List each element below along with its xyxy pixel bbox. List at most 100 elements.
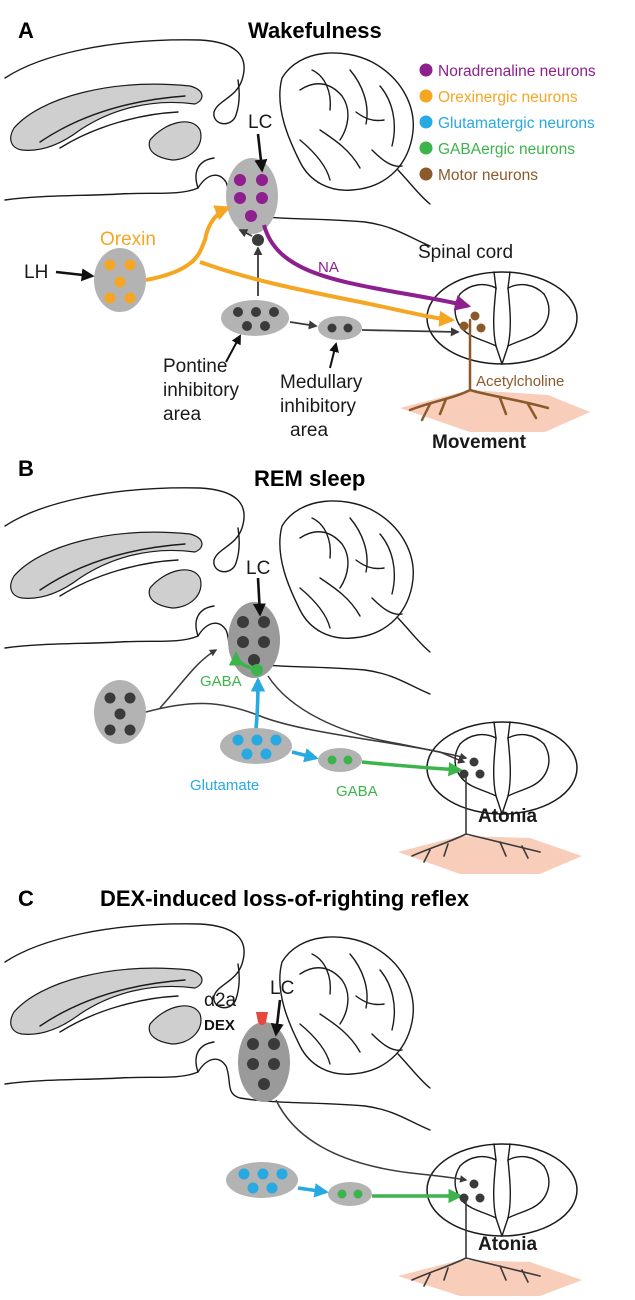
medullary-cluster-a (318, 316, 362, 340)
noradrenaline-neuron (245, 210, 257, 222)
lc-to-spinal-path (275, 1099, 468, 1183)
panel-letter-a: A (18, 18, 34, 43)
noradrenaline-neuron (234, 192, 246, 204)
outcome-label-c: Atonia (478, 1234, 538, 1255)
panel-letter-b: B (18, 456, 34, 481)
panel-b: B REM sleep (4, 456, 582, 874)
spinal-cord-label-a: Spinal cord (418, 242, 513, 263)
lc-neuron (247, 1038, 259, 1050)
pontine-arrow-a (225, 334, 241, 363)
motor-neuron (459, 321, 469, 331)
legend-label-orexin: Orexinergic neurons (438, 89, 578, 106)
legend-swatch-noradrenaline (419, 63, 433, 77)
medullary-to-spinal-path (361, 327, 460, 337)
lh-neuron (104, 692, 116, 704)
glutamate-neuron (247, 1182, 259, 1194)
gaba-lower-label-b: GABA (336, 783, 378, 800)
na-label-a: NA (318, 259, 339, 276)
medullary-cluster-c (328, 1182, 372, 1206)
panel-c: C DEX-induced loss-of-righting reflex (4, 886, 582, 1296)
outcome-label-b: Atonia (478, 806, 538, 827)
glutamate-neuron (251, 734, 263, 746)
noradrenaline-neuron (256, 174, 268, 186)
glutamate-neuron (260, 748, 272, 760)
gaba-to-spinal-path (361, 760, 463, 777)
muscle-c (398, 1260, 582, 1296)
lc-arrow-a (254, 133, 268, 173)
legend-label-motor: Motor neurons (438, 167, 538, 184)
glutamate-neuron (232, 734, 244, 746)
orexin-neuron (124, 292, 136, 304)
muscle-a (400, 390, 590, 432)
spinal-cord-c (426, 1143, 578, 1237)
pontine-label-line-3: area (163, 404, 201, 425)
medullary-neuron (327, 323, 337, 333)
glutamate-label-b: Glutamate (190, 777, 259, 794)
pontine-cluster-c (226, 1162, 298, 1198)
lh-neuron (124, 724, 136, 736)
lc-neuron (248, 654, 260, 666)
orexin-neuron (104, 292, 116, 304)
lh-neuron (114, 708, 126, 720)
pontine-neuron (269, 307, 279, 317)
lh-to-lc-path (159, 649, 218, 709)
motor-nerve-c (411, 1195, 541, 1287)
pontine-neuron (260, 321, 270, 331)
pontine-neuron (233, 307, 243, 317)
lc-neuron (247, 1058, 259, 1070)
pontine-to-medullary-path (289, 320, 318, 330)
orexin-label-a: Orexin (100, 229, 156, 250)
pontine-neuron (251, 307, 261, 317)
lc-neuron (258, 636, 270, 648)
muscle-b (398, 836, 582, 874)
lc-neuron (237, 636, 249, 648)
medullary-neuron (343, 323, 353, 333)
motor-neuron (459, 769, 469, 779)
lc-neuron (237, 616, 249, 628)
motor-neuron (469, 757, 479, 767)
lc-neuron (258, 616, 270, 628)
medullary-label-line-2: inhibitory (280, 396, 357, 417)
orexin-neuron (114, 276, 126, 288)
gaba-neuron (337, 1189, 347, 1199)
motor-nerve-a (408, 318, 550, 422)
orexin-to-lc-path (145, 205, 231, 282)
orexin-neuron (124, 259, 136, 271)
pontine-cluster-a (221, 300, 289, 336)
motor-neuron (470, 311, 480, 321)
relay-neuron-a (252, 234, 264, 246)
panel-a: A Wakefulness (4, 18, 596, 453)
noradrenaline-neuron (256, 192, 268, 204)
gaba-neuron (327, 755, 337, 765)
medullary-arrow-a (329, 342, 339, 369)
dex-label-c: DEX (204, 1017, 235, 1034)
lc-label-a: LC (248, 112, 272, 133)
medullary-label-line-1: Medullary (280, 372, 363, 393)
lh-neuron (104, 724, 116, 736)
noradrenaline-neuron (234, 174, 246, 186)
panel-title-c: DEX-induced loss-of-righting reflex (100, 886, 470, 911)
gaba-neuron (343, 755, 353, 765)
na-to-spinal-path (262, 224, 472, 311)
lc-neuron (258, 1078, 270, 1090)
lc-arrow-b (252, 577, 266, 617)
lh-neuron (124, 692, 136, 704)
legend: Noradrenaline neurons Orexinergic neuron… (419, 63, 596, 184)
glutamate-neuron (241, 748, 253, 760)
glutamate-neuron (266, 1182, 278, 1194)
glutamate-neuron (238, 1168, 250, 1180)
orexin-neuron (104, 259, 116, 271)
acetylcholine-label-a: Acetylcholine (476, 373, 564, 390)
brain-outline-b (4, 487, 431, 695)
motor-neuron (476, 323, 486, 333)
lh-to-spinal-path (145, 702, 466, 764)
motor-neuron (459, 1193, 469, 1203)
lc-neuron (268, 1058, 280, 1070)
glutamate-neuron (270, 734, 282, 746)
motor-neuron (469, 1179, 479, 1189)
receptor-label-c: α2a (204, 990, 237, 1011)
motor-nerve-b (411, 771, 541, 863)
panel-letter-c: C (18, 886, 34, 911)
glutamate-to-medullary-path (297, 1183, 329, 1198)
